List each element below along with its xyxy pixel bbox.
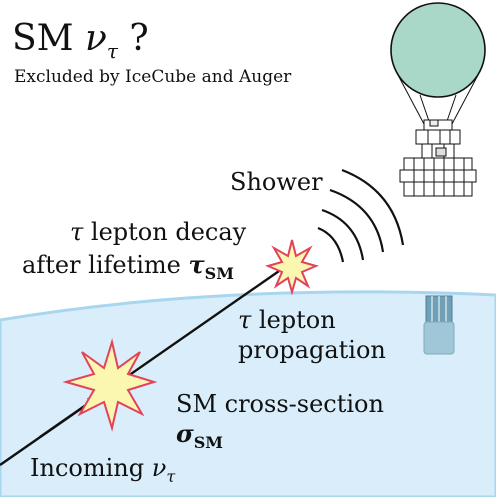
decay-star-icon	[265, 239, 319, 296]
interaction-star-icon	[62, 338, 158, 432]
cross-section-symbol: σSM	[176, 419, 223, 452]
detector-icon	[423, 295, 455, 355]
cross-section-label: SM cross-section	[176, 390, 384, 418]
balloon-icon	[390, 2, 486, 125]
gondola-icon	[399, 119, 477, 197]
decay-label-line1: τ lepton decay	[70, 218, 247, 246]
propagation-label-line2: propagation	[238, 336, 386, 364]
shower-label: Shower	[230, 168, 323, 196]
title: SM ντ ?	[12, 18, 149, 63]
shower-arcs	[317, 168, 405, 263]
propagation-label-line1: τ lepton	[238, 306, 336, 334]
subtitle: Excluded by IceCube and Auger	[14, 67, 292, 87]
decay-label-line2: after lifetime τSM	[22, 250, 234, 283]
incoming-neutrino-label: Incoming ντ	[30, 454, 176, 486]
